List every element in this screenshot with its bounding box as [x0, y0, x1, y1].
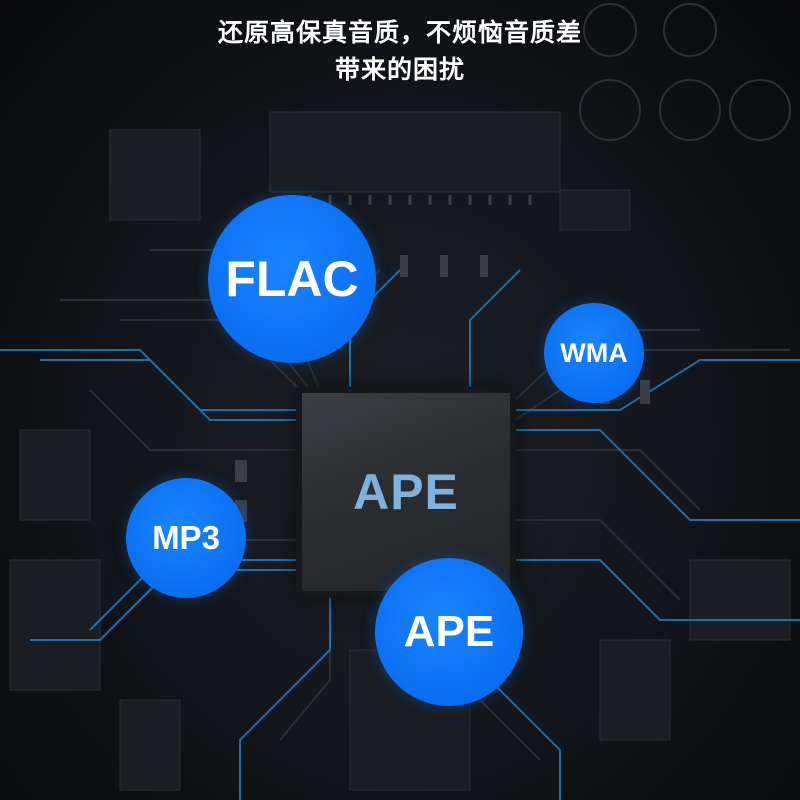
format-badge-wma: WMA [544, 303, 644, 403]
format-badge-ape: APE [375, 558, 523, 706]
format-badge-flac: FLAC [208, 195, 376, 363]
processor-chip: APE [302, 393, 510, 591]
format-badge-mp3: MP3 [126, 478, 246, 598]
chip-label: APE [353, 464, 459, 520]
headline-line-2: 带来的困扰 [334, 55, 465, 84]
headline-line-1: 还原高保真音质，不烦恼音质差 [217, 18, 582, 47]
headline: 还原高保真音质，不烦恼音质差 带来的困扰 [0, 14, 800, 88]
